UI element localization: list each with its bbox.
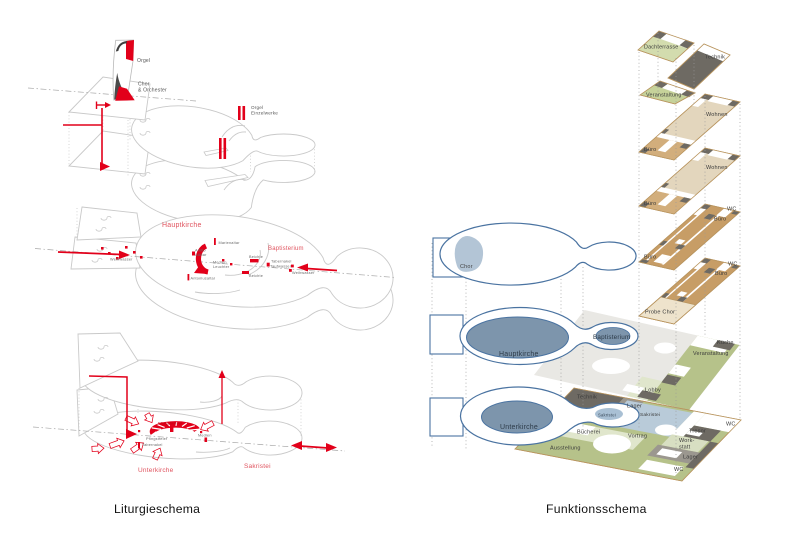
svg-text:& Orchester: & Orchester [138, 88, 167, 94]
svg-text:Sakristei: Sakristei [598, 413, 616, 418]
svg-text:Büro: Büro [644, 255, 656, 261]
svg-text:Küche: Küche [717, 340, 734, 346]
svg-text:Liturgieschema: Liturgieschema [114, 502, 200, 516]
svg-text:Pfingstwirbel: Pfingstwirbel [158, 422, 182, 426]
svg-text:Büro: Büro [714, 217, 726, 223]
svg-text:Wohnen: Wohnen [706, 112, 728, 118]
svg-text:Orgel: Orgel [251, 105, 263, 110]
svg-text:Chor: Chor [138, 82, 150, 88]
svg-text:&Altar: &Altar [195, 253, 207, 257]
svg-text:Technik: Technik [577, 395, 597, 401]
svg-text:Orgel: Orgel [137, 58, 150, 64]
svg-text:Büro: Büro [644, 201, 656, 207]
svg-text:WC: WC [728, 262, 738, 268]
svg-text:Technik: Technik [705, 55, 725, 61]
svg-text:Medien: Medien [213, 261, 227, 265]
svg-text:Bücherei: Bücherei [577, 430, 600, 436]
svg-text:Tresor: Tresor [689, 429, 706, 435]
svg-text:Einzelwerke: Einzelwerke [251, 111, 278, 116]
svg-text:Medien: Medien [198, 434, 212, 438]
svg-text:Work-: Work- [679, 438, 695, 444]
svg-text:Lager: Lager [627, 404, 642, 410]
svg-text:Büro: Büro [644, 147, 656, 153]
svg-text:Weihwasser: Weihwasser [110, 258, 133, 262]
svg-text:Unterkirche: Unterkirche [138, 467, 174, 474]
svg-text:Hauptkirche: Hauptkirche [499, 351, 539, 358]
svg-text:WC: WC [726, 422, 736, 428]
svg-text:Wohnen: Wohnen [706, 165, 728, 171]
svg-text:Taufwasser: Taufwasser [270, 265, 292, 269]
svg-text:Weihwasser: Weihwasser [292, 271, 315, 275]
svg-text:Baptisterium: Baptisterium [268, 246, 304, 252]
svg-text:Veranstaltung: Veranstaltung [646, 93, 682, 99]
svg-text:Pfingstfeier: Pfingstfeier [146, 437, 168, 441]
svg-text:Ambo: Ambo [195, 249, 206, 253]
svg-text:WC: WC [727, 207, 737, 213]
svg-text:Chor: Chor [460, 264, 473, 270]
svg-text:Lobby: Lobby [645, 388, 661, 394]
svg-text:Leuchter: Leuchter [213, 265, 230, 269]
svg-text:Hauptkirche: Hauptkirche [162, 222, 202, 229]
svg-text:Probe Chor: Probe Chor [645, 310, 675, 316]
svg-text:Ausstellung: Ausstellung [550, 446, 581, 452]
svg-text:Baptisterium: Baptisterium [593, 334, 630, 341]
svg-text:Beichte: Beichte [249, 274, 263, 278]
svg-text:Sakristei: Sakristei [244, 463, 271, 470]
svg-text:Beichte: Beichte [249, 255, 263, 259]
svg-text:Antoniusaltar: Antoniusaltar [191, 277, 216, 281]
svg-text:statt: statt [679, 445, 691, 451]
svg-text:Dachterrasse: Dachterrasse [644, 45, 678, 51]
svg-text:Sakristei: Sakristei [640, 412, 660, 418]
svg-text:Tabernakel: Tabernakel [142, 443, 163, 447]
svg-text:Tabernakel: Tabernakel [271, 260, 292, 264]
svg-text:Unterkirche: Unterkirche [500, 424, 538, 431]
svg-text:Veranstaltung: Veranstaltung [693, 351, 729, 357]
svg-text:WC: WC [674, 467, 684, 473]
svg-text:Vortrag: Vortrag [628, 434, 647, 440]
svg-text:Funktionsschema: Funktionsschema [546, 502, 647, 516]
svg-text:Lager: Lager [683, 455, 698, 461]
svg-text:Büro: Büro [715, 271, 727, 277]
svg-text:Marienaltar: Marienaltar [219, 241, 241, 245]
